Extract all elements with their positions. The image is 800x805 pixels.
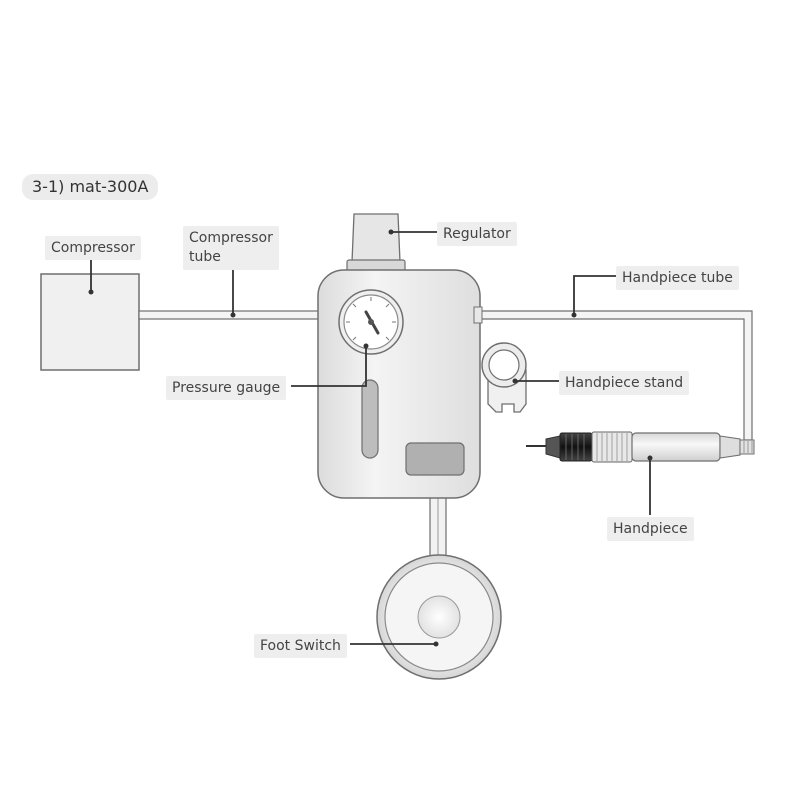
leader-lines	[90, 231, 651, 645]
leader-pressure-gauge	[291, 346, 367, 387]
leader-dots	[88, 229, 653, 647]
label-compressor-tube-line2: tube	[189, 249, 221, 265]
label-regulator: Regulator	[437, 222, 517, 246]
handpiece	[526, 431, 755, 463]
compressor-box	[40, 273, 140, 371]
leader-handpiece-tube	[573, 275, 616, 315]
label-handpiece-tube: Handpiece tube	[616, 266, 739, 290]
label-handpiece: Handpiece	[607, 517, 694, 541]
foot-switch	[376, 554, 502, 680]
pressure-window	[361, 379, 379, 459]
label-foot-switch: Foot Switch	[254, 634, 347, 658]
label-pressure-gauge: Pressure gauge	[166, 376, 287, 400]
label-compressor-tube: Compressor tube	[183, 226, 279, 270]
label-compressor-tube-line1: Compressor	[189, 230, 273, 246]
handpiece-stand	[481, 342, 527, 413]
display-panel	[405, 442, 465, 476]
regulator	[346, 213, 406, 273]
pressure-gauge	[338, 289, 404, 355]
label-compressor: Compressor	[45, 236, 141, 260]
diagram-title: 3-1) mat-300A	[22, 174, 159, 200]
label-handpiece-stand: Handpiece stand	[559, 371, 690, 395]
